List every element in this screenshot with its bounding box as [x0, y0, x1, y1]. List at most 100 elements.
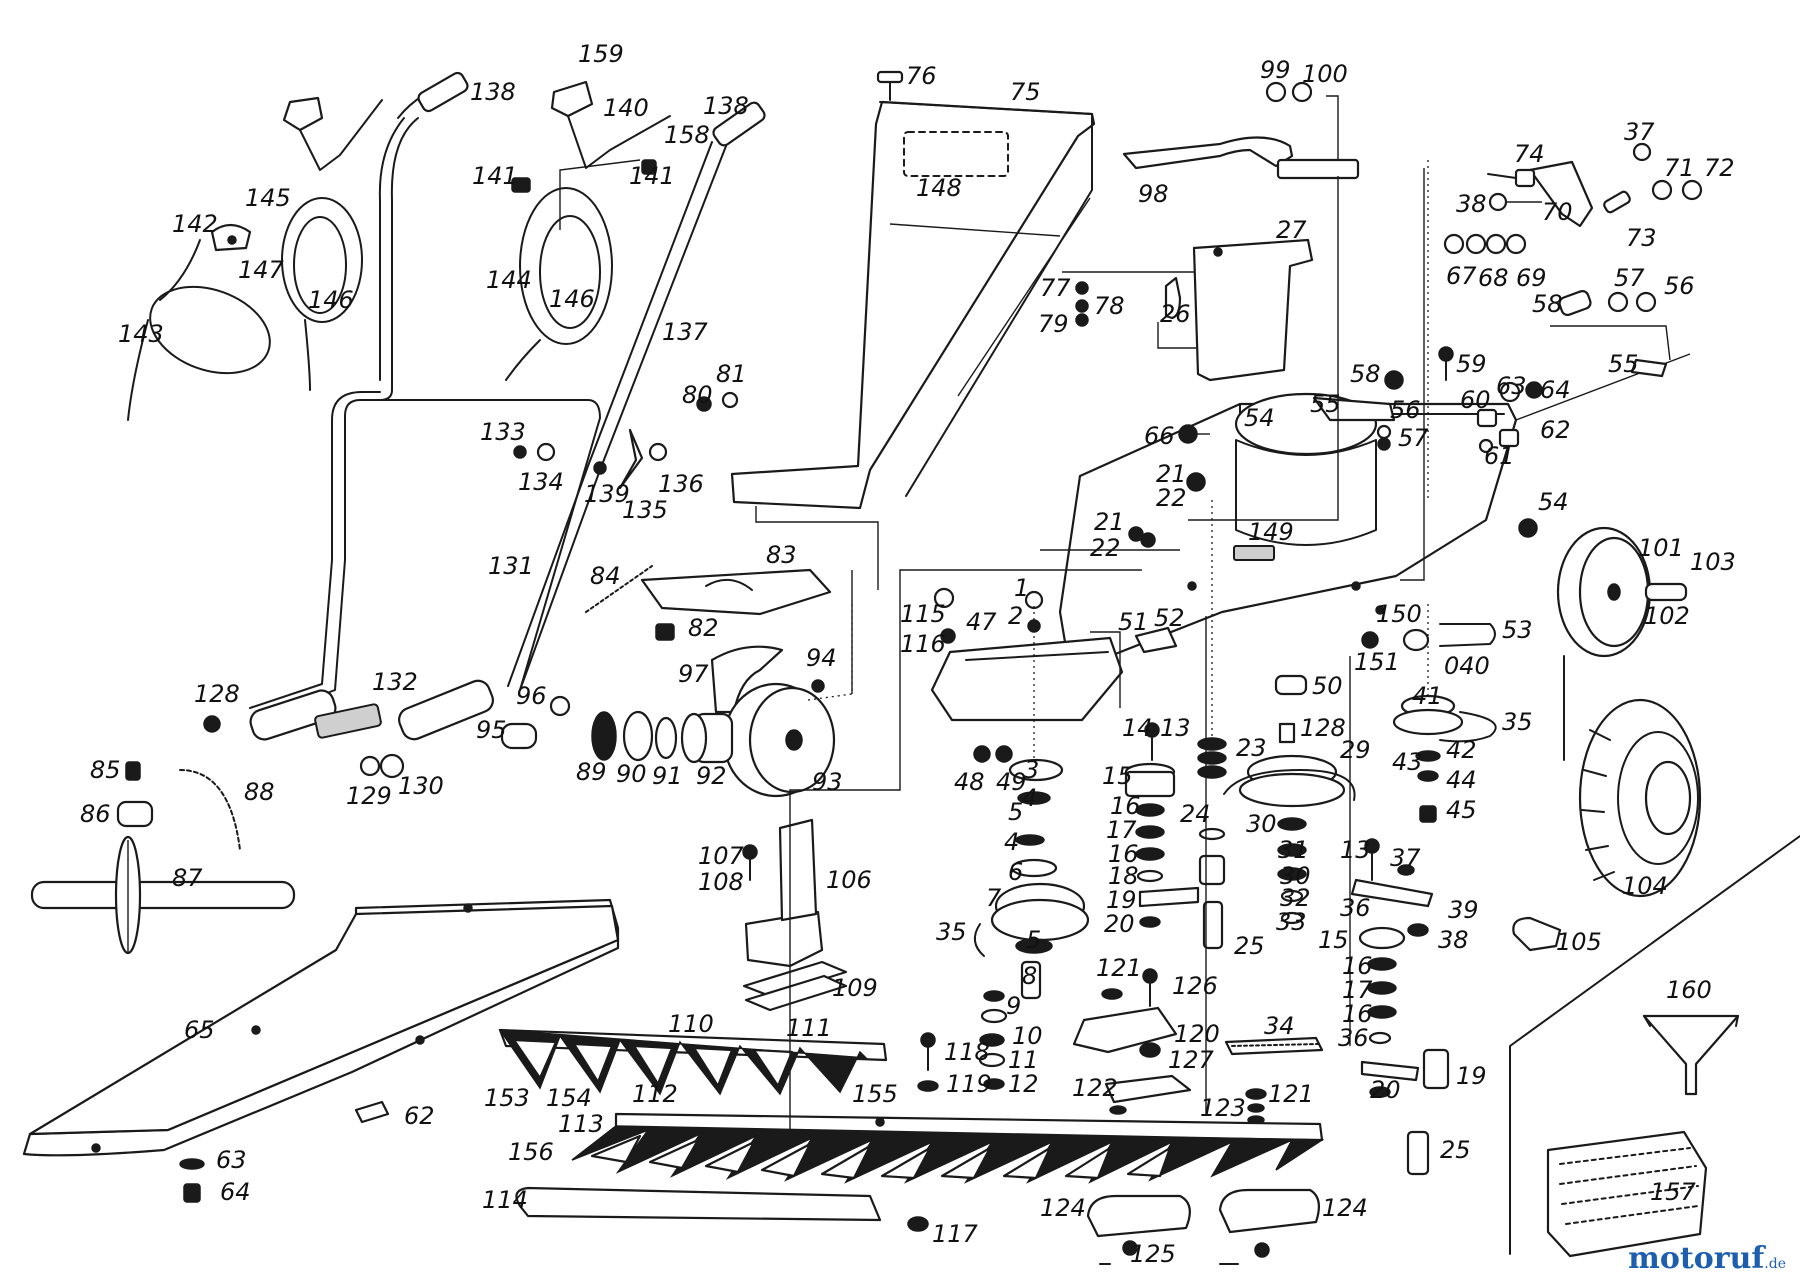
- part-number-label: 104: [1622, 872, 1668, 900]
- part-number-label: 68: [1478, 264, 1509, 292]
- part-number-label: 94: [806, 644, 837, 672]
- part-number-label: 10: [1012, 1022, 1043, 1050]
- part-number-label: 124: [1322, 1194, 1368, 1222]
- part-number-label: 109: [832, 974, 878, 1002]
- part-number-label: 95: [476, 716, 507, 744]
- part-number-label: 12: [1008, 1070, 1039, 1098]
- part-number-label: 20: [1104, 910, 1135, 938]
- part-number-label: 74: [1514, 140, 1545, 168]
- part-number-label: 90: [616, 760, 647, 788]
- part-number-label: 3: [1024, 756, 1039, 784]
- part-number-label: 31: [1278, 836, 1309, 864]
- part-number-label: 51: [1118, 608, 1149, 636]
- part-number-label: 35: [1502, 708, 1533, 736]
- part-number-label: 80: [682, 381, 713, 409]
- part-number-label: 18: [1108, 862, 1139, 890]
- cable-loop-144: [505, 187, 613, 381]
- part-number-label: 15: [1318, 926, 1349, 954]
- pulley-29: [1223, 722, 1356, 925]
- small-parts-handle: [203, 391, 739, 779]
- part-number-label: 55: [1310, 390, 1341, 418]
- part-number-label: 27: [1276, 216, 1307, 244]
- part-number-label: 121: [1268, 1080, 1314, 1108]
- part-number-label: 148: [916, 174, 962, 202]
- part-number-label: 56: [1664, 272, 1695, 300]
- cover-65: [22, 898, 620, 1203]
- part-number-label: 111: [786, 1014, 832, 1042]
- part-number-label: 127: [1168, 1046, 1215, 1074]
- part-number-label: 115: [900, 600, 946, 628]
- part-number-label: 99: [1260, 56, 1291, 84]
- part-number-label: 20: [1370, 1076, 1401, 1104]
- shoes-124: [1086, 1188, 1321, 1265]
- part-number-label: 2: [1008, 602, 1023, 630]
- part-number-label: 63: [1496, 372, 1527, 400]
- spindle-13-20: [1124, 722, 1200, 928]
- part-number-label: 23: [1236, 734, 1267, 762]
- part-number-label: 6: [1008, 858, 1023, 886]
- part-number-label: 49: [996, 768, 1027, 796]
- part-number-label: 151: [1354, 648, 1400, 676]
- part-number-label: 121: [1096, 954, 1142, 982]
- part-number-label: 72: [1704, 154, 1735, 182]
- clamp-142: [210, 223, 252, 252]
- part-number-label: 116: [900, 630, 946, 658]
- part-number-label: 54: [1538, 488, 1569, 516]
- part-number-label: 38: [1438, 926, 1469, 954]
- part-number-label: 73: [1626, 224, 1657, 252]
- part-number-label: 89: [576, 758, 607, 786]
- part-number-label: 77: [1040, 274, 1071, 302]
- part-number-label: 153: [484, 1084, 530, 1112]
- part-number-label: 82: [688, 614, 719, 642]
- part-number-label: 19: [1106, 886, 1137, 914]
- part-number-label: 34: [1264, 1012, 1295, 1040]
- part-number-label: 13: [1160, 714, 1191, 742]
- part-number-label: 137: [662, 318, 709, 346]
- part-number-label: 48: [954, 768, 985, 796]
- part-number-label: 119: [946, 1070, 992, 1098]
- part-number-label: 108: [698, 868, 744, 896]
- part-number-label: 25: [1234, 932, 1265, 960]
- part-number-label: 17: [1106, 816, 1137, 844]
- small-85-86: [116, 761, 154, 828]
- part-number-label: 129: [346, 782, 392, 810]
- part-number-label: 61: [1484, 442, 1515, 470]
- part-number-label: 91: [652, 762, 683, 790]
- part-number-label: 93: [812, 768, 843, 796]
- part-number-label: 85: [90, 756, 121, 784]
- part-number-label: 133: [480, 418, 526, 446]
- part-number-label: 157: [1650, 1178, 1697, 1206]
- part-number-label: 22: [1090, 534, 1121, 562]
- part-number-label: 112: [632, 1080, 678, 1108]
- divider-line: [1509, 835, 1800, 1255]
- part-number-label: 96: [516, 682, 547, 710]
- part-number-label: 21: [1156, 460, 1187, 488]
- part-number-label: 113: [558, 1110, 604, 1138]
- part-number-label: 107: [698, 842, 745, 870]
- part-number-label: 41: [1412, 682, 1443, 710]
- part-number-label: 79: [1038, 310, 1069, 338]
- cover-75: [730, 70, 1096, 510]
- part-number-label: 87: [172, 864, 203, 892]
- part-number-label: 55: [1608, 350, 1639, 378]
- part-number-label: 25: [1440, 1136, 1471, 1164]
- part-number-label: 16: [1110, 792, 1141, 820]
- part-number-label: 102: [1644, 602, 1690, 630]
- part-number-label: 132: [372, 668, 418, 696]
- part-number-label: 143: [118, 320, 164, 348]
- brand-name: motoruf: [1628, 1241, 1765, 1276]
- part-number-label: 37: [1390, 844, 1421, 872]
- part-number-label: 135: [622, 496, 668, 524]
- part-number-label: 30: [1280, 862, 1311, 890]
- pulley-stack-89-92: [500, 695, 734, 764]
- part-number-label: 54: [1244, 404, 1275, 432]
- spring-23: [1197, 500, 1227, 950]
- pulley-7: [973, 758, 1090, 1090]
- part-number-label: 146: [549, 285, 595, 313]
- part-number-label: 24: [1180, 800, 1211, 828]
- part-number-label: 141: [472, 162, 518, 190]
- part-number-label: 124: [1040, 1194, 1086, 1222]
- part-number-label: 160: [1666, 976, 1712, 1004]
- arm-70-74: [1427, 142, 1703, 500]
